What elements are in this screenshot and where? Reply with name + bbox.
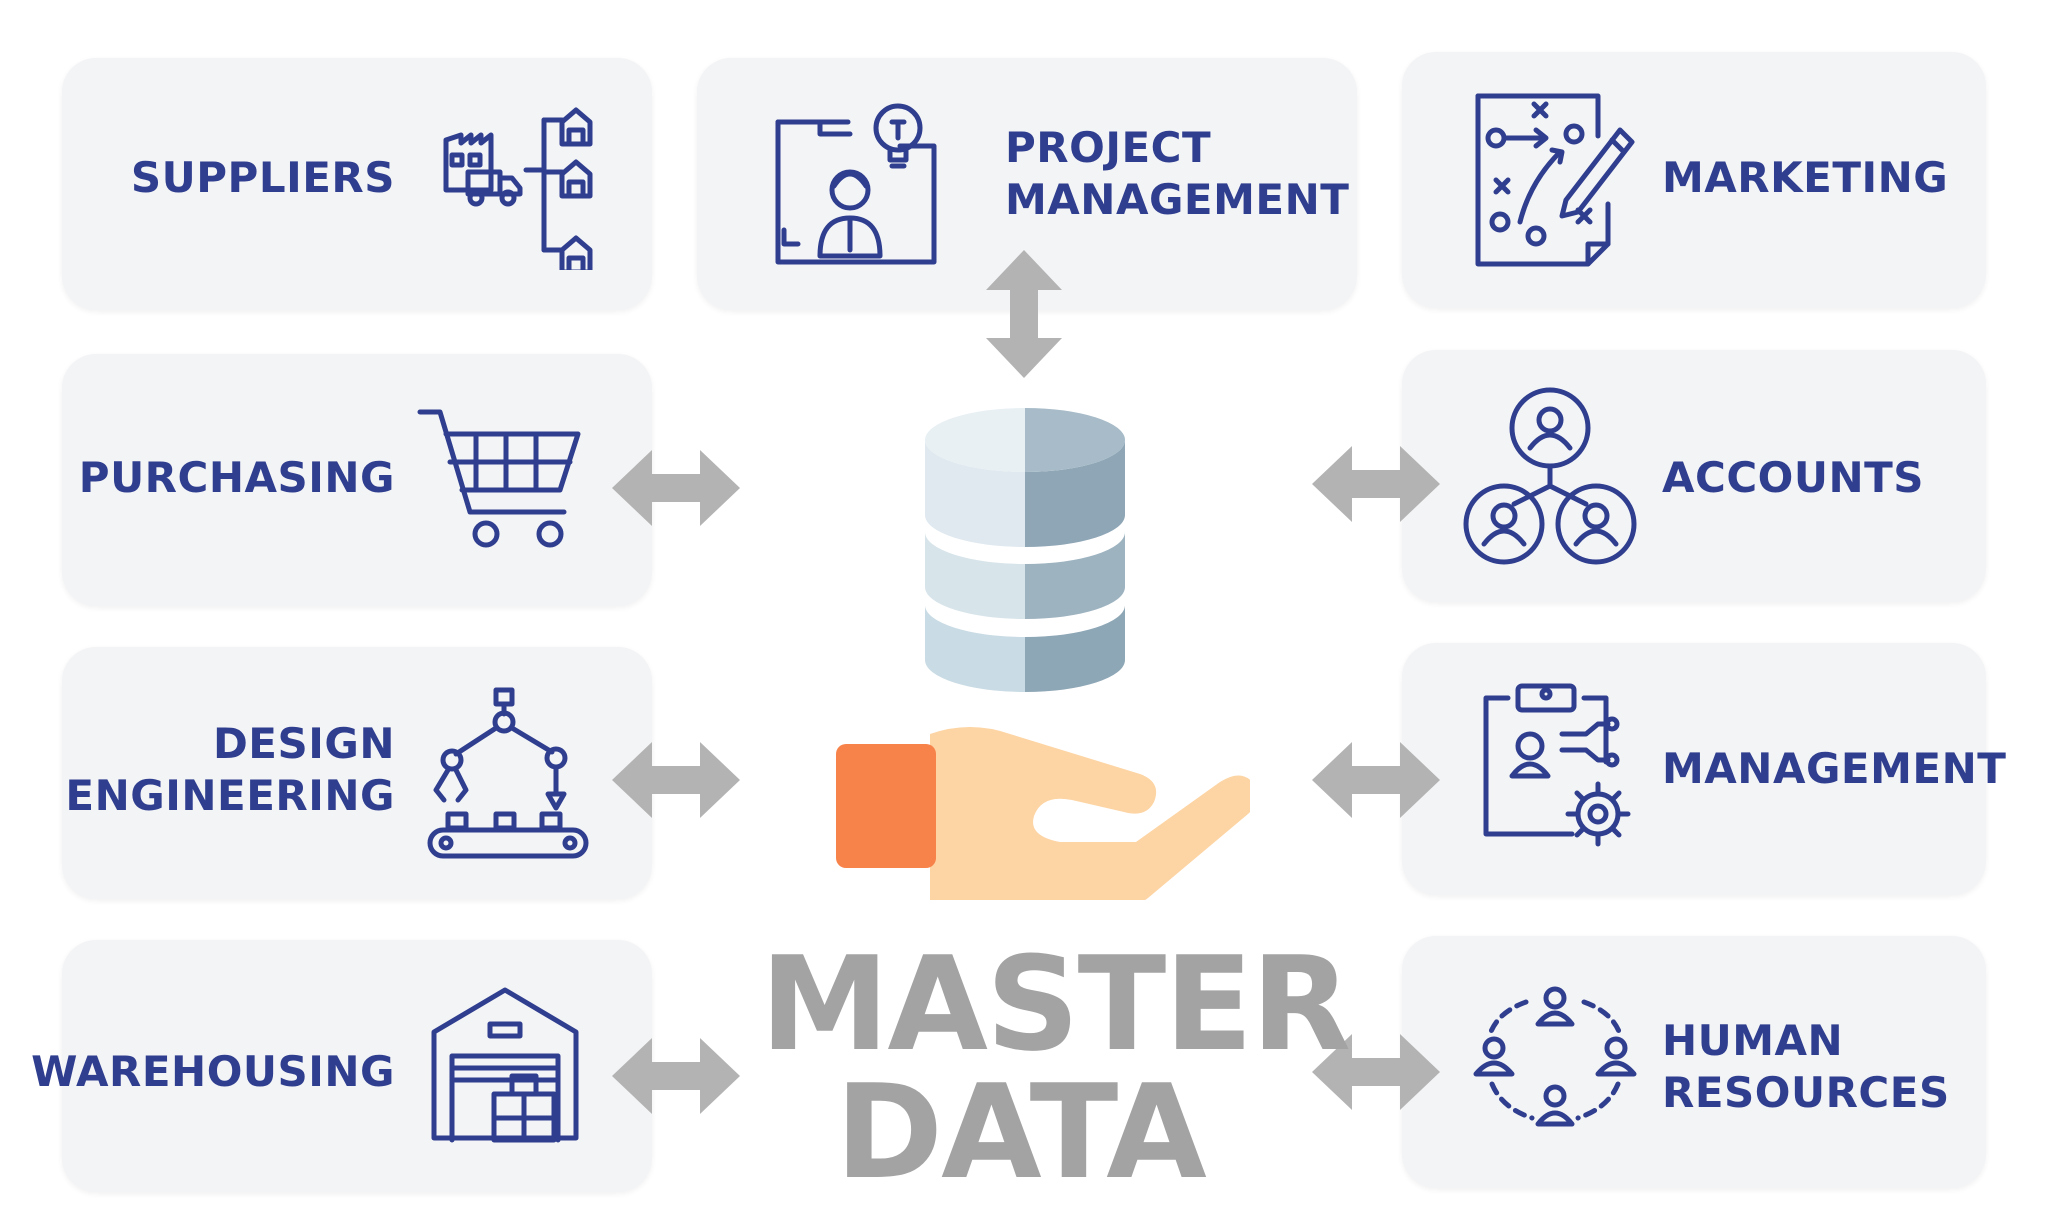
warehouse-icon: [430, 984, 580, 1144]
label-purchasing: PURCHASING: [78, 453, 395, 502]
label-human-resources: HUMAN RESOURCES: [1662, 1015, 1950, 1119]
label-hr-line1: HUMAN: [1662, 1016, 1844, 1065]
label-design-engineering: DESIGN ENGINEERING: [65, 718, 395, 822]
robotic-arm-icon: [424, 686, 594, 862]
arrow-management: [1312, 742, 1440, 822]
title-line2: DATA: [835, 1056, 1207, 1208]
arrow-purchasing: [612, 450, 740, 530]
label-project-management: PROJECT MANAGEMENT: [1005, 122, 1349, 226]
label-project-line1: PROJECT: [1005, 123, 1212, 172]
label-design-line2: ENGINEERING: [65, 771, 395, 820]
label-warehousing: WAREHOUSING: [31, 1047, 395, 1096]
user-accounts-icon: [1460, 386, 1640, 566]
master-data-title: MASTER DATA: [760, 928, 1351, 1208]
label-project-line2: MANAGEMENT: [1005, 175, 1350, 224]
clipboard-gear-icon: [1478, 680, 1644, 860]
title-line1: MASTER: [760, 928, 1351, 1080]
label-marketing: MARKETING: [1662, 153, 1949, 202]
database-icon: [920, 400, 1130, 704]
project-presentation-icon: [770, 98, 940, 268]
supply-chain-icon: [438, 100, 598, 270]
arrow-warehousing: [612, 1038, 740, 1118]
card-management: [1402, 643, 1986, 895]
strategy-board-icon: [1470, 90, 1640, 270]
arrow-design-engineering: [612, 742, 740, 822]
hand-icon: [830, 710, 1258, 910]
arrow-human-resources: [1312, 1034, 1440, 1114]
team-network-icon: [1470, 984, 1640, 1134]
shopping-cart-icon: [416, 404, 586, 554]
label-design-line1: DESIGN: [212, 719, 395, 768]
label-suppliers: SUPPLIERS: [130, 153, 395, 202]
arrow-accounts: [1312, 446, 1440, 526]
card-purchasing: [62, 354, 652, 606]
arrow-project-management: [986, 250, 1062, 382]
label-hr-line2: RESOURCES: [1662, 1068, 1950, 1117]
label-management: MANAGEMENT: [1662, 744, 2007, 793]
label-accounts: ACCOUNTS: [1662, 453, 1925, 502]
card-suppliers: [62, 58, 652, 310]
